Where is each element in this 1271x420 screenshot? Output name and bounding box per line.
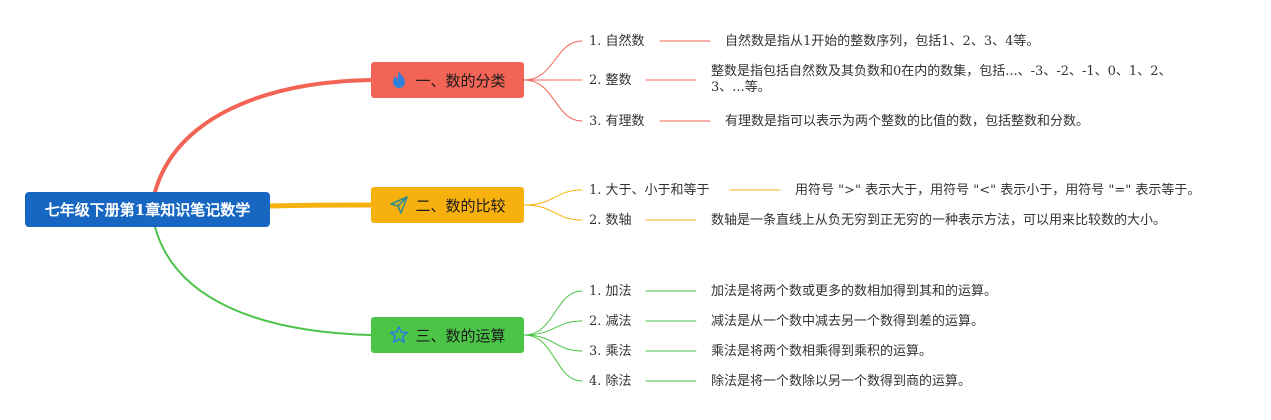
leaf-desc-integers: 整数是指包括自然数及其负数和0在内的数集，包括...、-3、-2、-1、0、1、… bbox=[711, 64, 1172, 95]
branch-title: 一、数的分类 bbox=[415, 71, 506, 90]
leaf-desc-addition: 加法是将两个数或更多的数相加得到其和的运算。 bbox=[711, 284, 998, 299]
leaf-desc-number-line: 数轴是一条直线上从负无穷到正无穷的一种表示方法，可以用来比较数的大小。 bbox=[711, 213, 1167, 228]
branch-connector bbox=[523, 334, 583, 382]
branch-title: 二、数的比较 bbox=[415, 196, 506, 215]
branch-node-classification[interactable]: 一、数的分类 bbox=[371, 62, 524, 98]
leaf-desc-subtraction: 减法是从一个数中减去另一个数得到差的运算。 bbox=[711, 314, 985, 329]
branch-node-comparison[interactable]: 二、数的比较 bbox=[371, 187, 524, 223]
leaf-desc-rationals: 有理数是指可以表示为两个整数的比值的数，包括整数和分数。 bbox=[725, 114, 1090, 129]
leaf-desc-greater-less-equal: 用符号 ">" 表示大于，用符号 "<" 表示小于，用符号 "=" 表示等于。 bbox=[795, 183, 1201, 198]
branch-connector bbox=[523, 290, 583, 336]
branch-connector bbox=[523, 79, 583, 122]
leaf-label-multiplication[interactable]: 3. 乘法 bbox=[589, 344, 632, 359]
branch-connector bbox=[523, 189, 583, 206]
leaf-desc-multiplication: 乘法是将两个数相乘得到乘积的运算。 bbox=[711, 344, 933, 359]
star-icon bbox=[389, 325, 409, 345]
root-title: 七年级下册第1章知识笔记数学 bbox=[44, 201, 251, 219]
branch-node-operations[interactable]: 三、数的运算 bbox=[371, 317, 524, 353]
fire-icon bbox=[389, 70, 409, 90]
branch-connector bbox=[523, 204, 583, 221]
leaf-label-natural-numbers[interactable]: 1. 自然数 bbox=[589, 34, 645, 49]
branch-title: 三、数的运算 bbox=[415, 326, 506, 345]
leaf-label-number-line[interactable]: 2. 数轴 bbox=[589, 213, 632, 228]
root-connector-classification bbox=[153, 78, 373, 194]
root-node[interactable]: 七年级下册第1章知识笔记数学 bbox=[25, 192, 270, 227]
root-connector-comparison bbox=[267, 202, 374, 209]
leaf-label-greater-less-equal[interactable]: 1. 大于、小于和等于 bbox=[589, 183, 710, 198]
leaf-desc-division: 除法是将一个数除以另一个数得到商的运算。 bbox=[711, 374, 972, 389]
paper-plane-icon bbox=[389, 195, 409, 215]
leaf-label-rationals[interactable]: 3. 有理数 bbox=[589, 114, 645, 129]
branch-connector bbox=[523, 40, 583, 81]
leaf-label-subtraction[interactable]: 2. 减法 bbox=[589, 314, 632, 329]
branch-connector bbox=[523, 320, 583, 336]
leaf-label-integers[interactable]: 2. 整数 bbox=[589, 73, 632, 88]
leaf-label-division[interactable]: 4. 除法 bbox=[589, 374, 632, 389]
leaf-desc-natural-numbers: 自然数是指从1开始的整数序列，包括1、2、3、4等。 bbox=[725, 34, 1040, 49]
root-connector-operations bbox=[154, 226, 372, 336]
branch-connector bbox=[523, 334, 583, 352]
leaf-label-addition[interactable]: 1. 加法 bbox=[589, 284, 632, 299]
